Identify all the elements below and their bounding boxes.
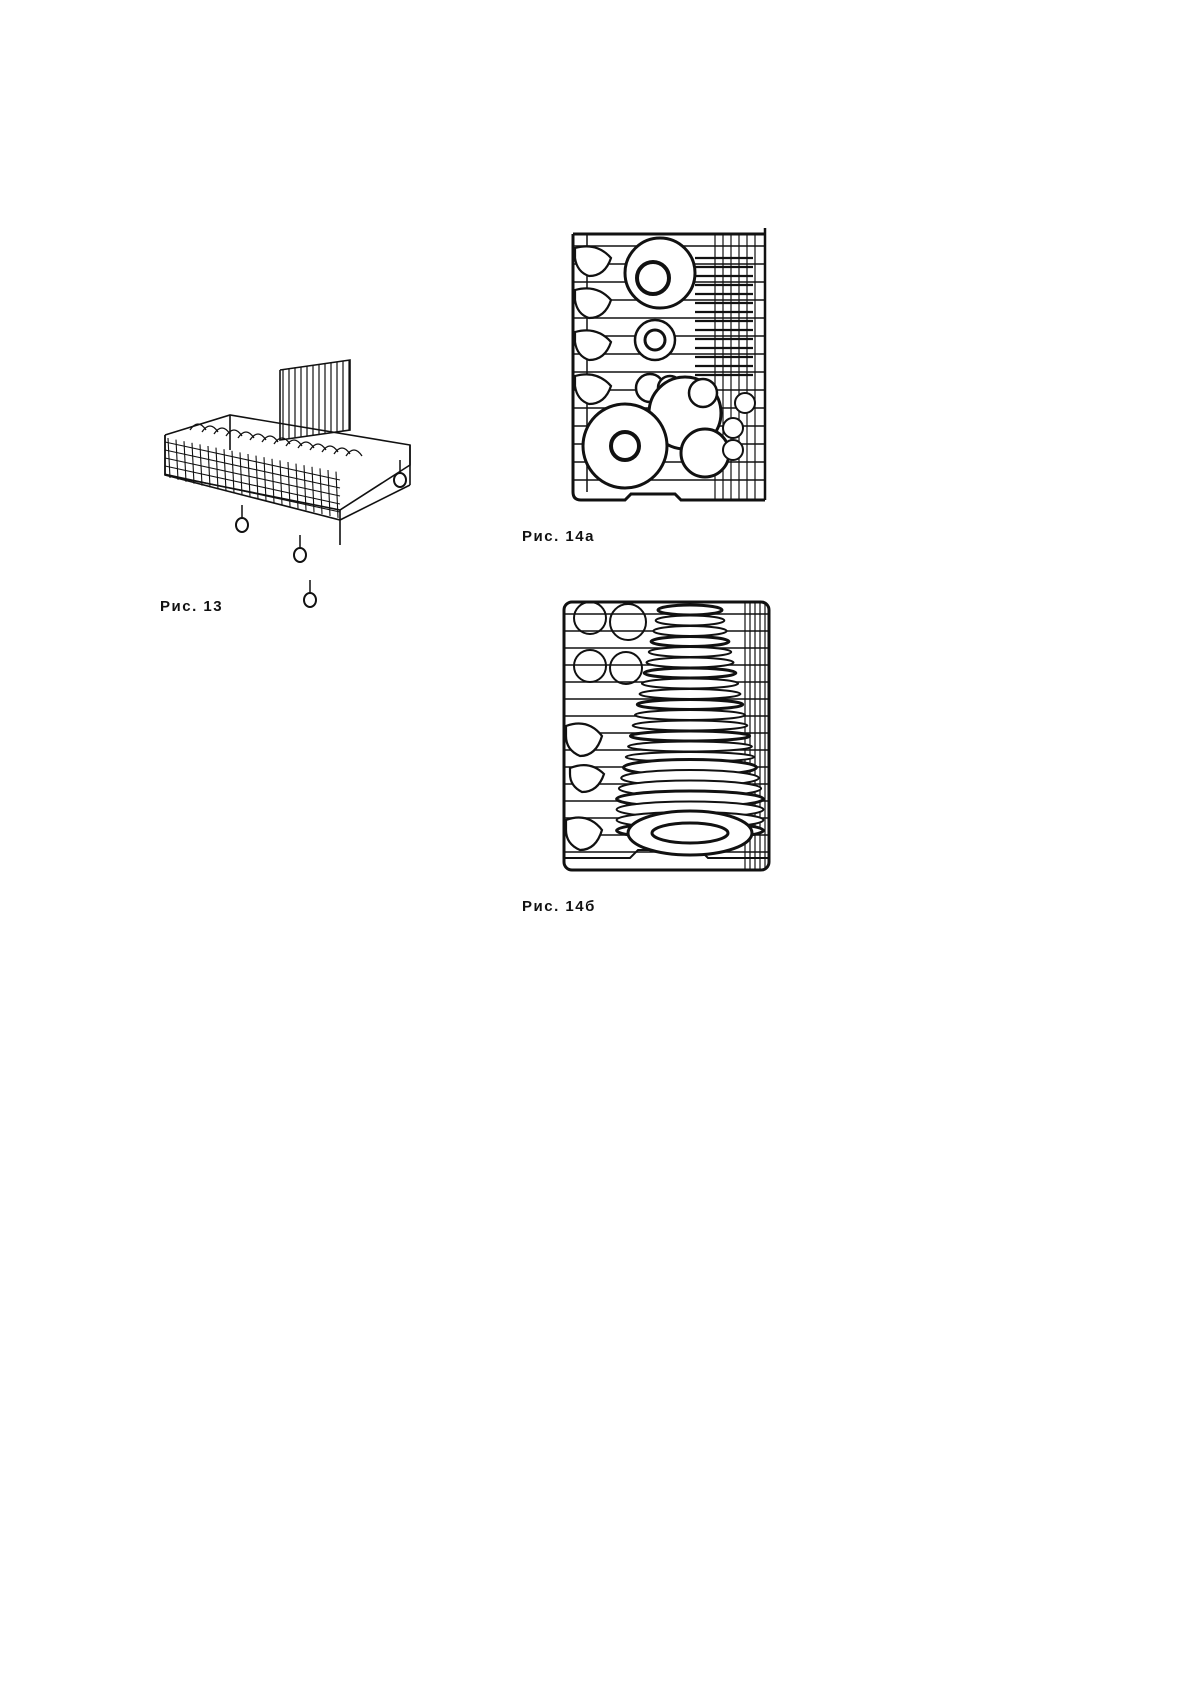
caption-fig-14b: Рис. 14б	[522, 898, 596, 915]
rack-top-view-cups-plates	[565, 228, 775, 508]
figure-14a-loaded-rack	[565, 228, 775, 508]
rack-top-view-plates	[560, 598, 775, 878]
figure-13-rack-illustration	[160, 350, 460, 620]
rack-isometric-drawing	[160, 350, 460, 620]
caption-fig-13: Рис. 13	[160, 598, 223, 615]
caption-fig-14a: Рис. 14а	[522, 528, 595, 545]
figure-14b-loaded-rack	[560, 598, 775, 878]
